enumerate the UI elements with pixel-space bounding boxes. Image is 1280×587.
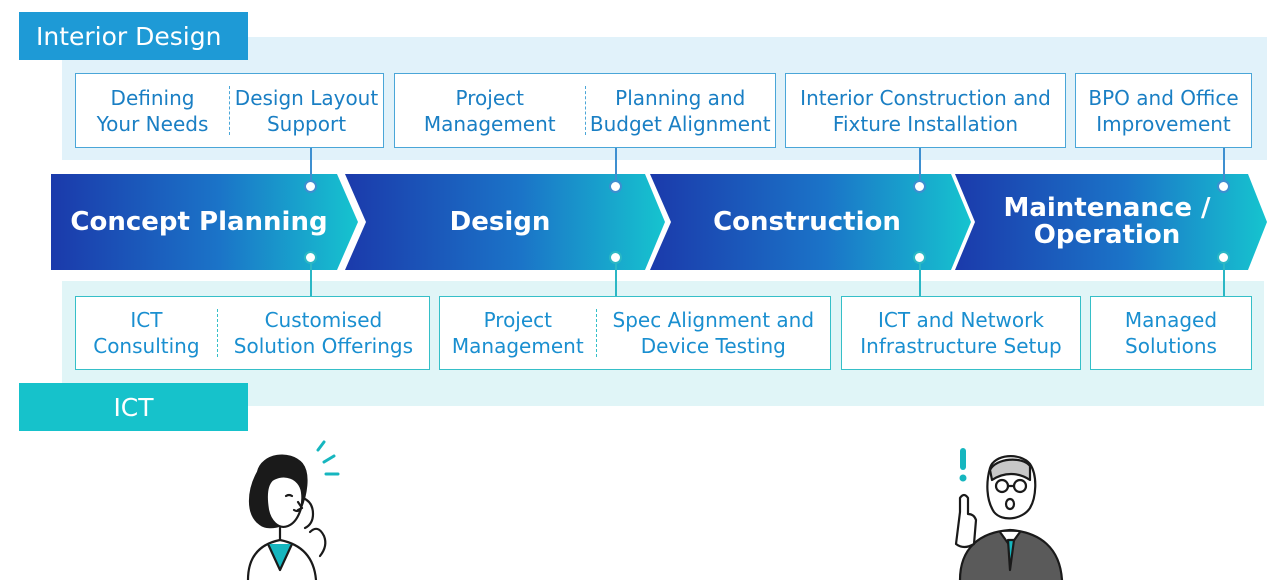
box-text: Managed Solutions xyxy=(1124,308,1218,358)
ict-label: ICT xyxy=(19,383,248,431)
box-text: Customised Solution Offerings xyxy=(233,308,414,358)
ict-box-concept: ICT Consulting Customised Solution Offer… xyxy=(75,296,430,370)
interior-box-design: Project Management Planning and Budget A… xyxy=(394,73,776,148)
connector xyxy=(919,148,921,183)
chevron-design xyxy=(345,174,665,270)
ict-box-construction: ICT and Network Infrastructure Setup xyxy=(841,296,1081,370)
connector-dot xyxy=(1217,251,1230,264)
woman-illustration xyxy=(246,440,340,580)
chevron-construction xyxy=(650,174,971,270)
box-text: ICT and Network Infrastructure Setup xyxy=(860,308,1062,358)
dashed-divider xyxy=(229,86,230,135)
box-text: Planning and Budget Alignment xyxy=(589,85,771,136)
dashed-divider xyxy=(595,309,597,357)
ict-box-maintenance: Managed Solutions xyxy=(1090,296,1252,370)
phase-construction: Construction xyxy=(713,206,901,237)
connector xyxy=(615,148,617,183)
dashed-divider xyxy=(216,309,218,357)
connector-dot xyxy=(609,180,622,193)
connector xyxy=(310,148,312,183)
box-text: Spec Alignment and Device Testing xyxy=(612,308,815,358)
box-text: Defining Your Needs xyxy=(96,85,209,136)
connector-dot xyxy=(913,180,926,193)
ict-box-design: Project Management Spec Alignment and De… xyxy=(439,296,831,370)
connector xyxy=(1223,148,1225,183)
dashed-divider xyxy=(584,86,586,135)
phase-maintenance-operation: Maintenance / Operation xyxy=(1003,193,1211,250)
connector-dot xyxy=(304,251,317,264)
connector-dot xyxy=(304,180,317,193)
connector-dot xyxy=(913,251,926,264)
box-text: Design Layout Support xyxy=(234,85,379,136)
interior-box-construction: Interior Construction and Fixture Instal… xyxy=(785,73,1066,148)
phase-design: Design xyxy=(449,206,551,237)
man-illustration xyxy=(954,448,1064,580)
box-text: Project Management xyxy=(451,308,584,358)
box-text: BPO and Office Improvement xyxy=(1088,85,1239,136)
interior-box-concept: Defining Your Needs Design Layout Suppor… xyxy=(75,73,384,148)
connector xyxy=(1223,262,1225,297)
interior-box-maintenance: BPO and Office Improvement xyxy=(1075,73,1252,148)
chevron-maintenance xyxy=(955,174,1267,270)
box-text: ICT Consulting xyxy=(93,308,200,358)
chevron-concept-planning xyxy=(51,174,358,270)
connector-dot xyxy=(1217,180,1230,193)
connector-dot xyxy=(609,251,622,264)
connector xyxy=(919,262,921,297)
connector xyxy=(310,262,312,297)
connector xyxy=(615,262,617,297)
phase-concept-planning: Concept Planning xyxy=(70,206,328,237)
interior-design-label: Interior Design xyxy=(19,12,248,60)
box-text: Interior Construction and Fixture Instal… xyxy=(800,85,1051,136)
box-text: Project Management xyxy=(423,85,556,136)
